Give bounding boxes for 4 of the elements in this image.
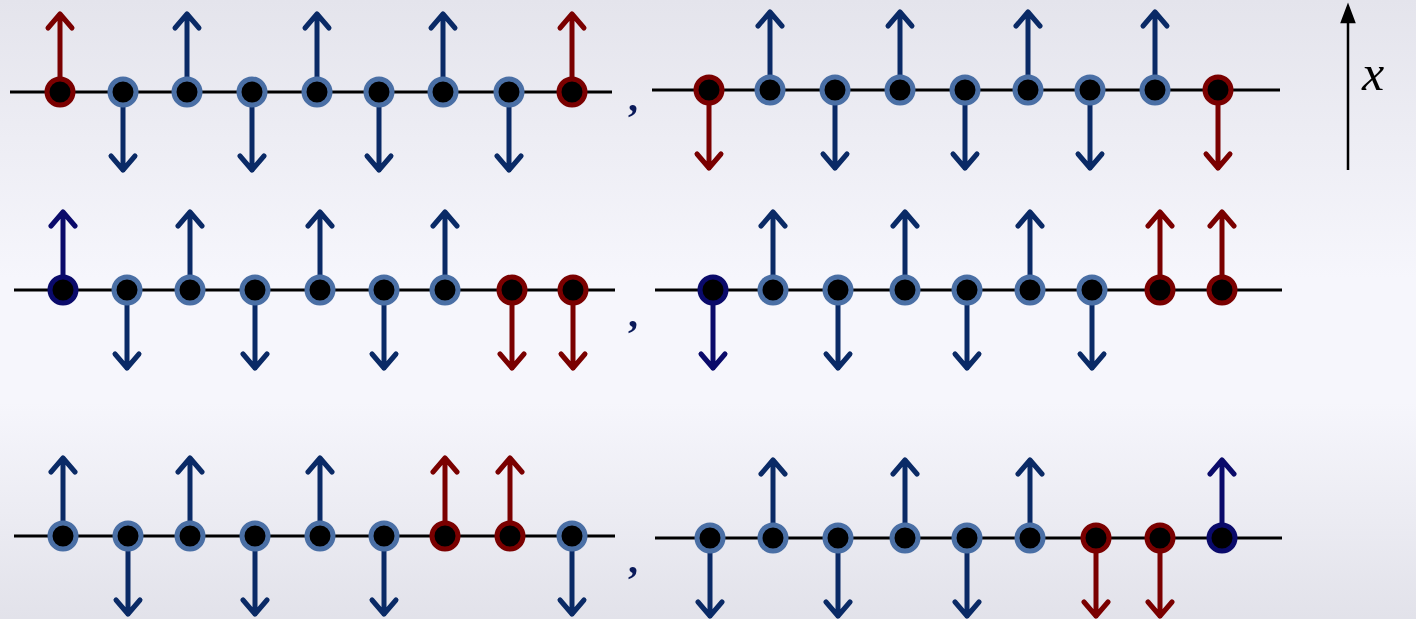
separator-comma: , bbox=[628, 78, 638, 118]
separator-comma: , bbox=[628, 540, 638, 580]
axis-label: x bbox=[1362, 48, 1385, 98]
separator-comma: , bbox=[628, 294, 638, 334]
